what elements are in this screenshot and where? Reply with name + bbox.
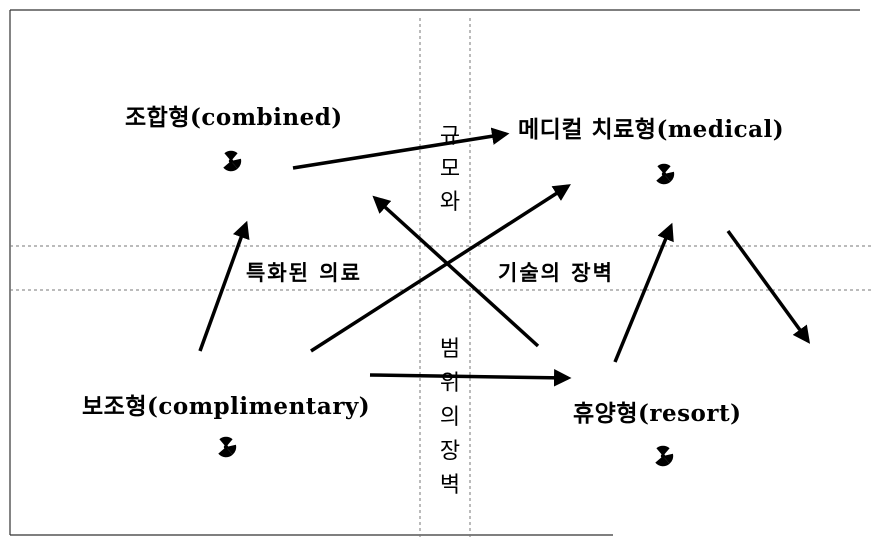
vertical-char: 벽 — [439, 473, 461, 498]
node-medical-label: 메디컬 치료형(medical) — [518, 116, 785, 143]
radiation-icon — [655, 445, 674, 467]
arrow-complimentary-to-combined — [198, 220, 250, 352]
radiation-icon — [656, 163, 675, 185]
vertical-char: 범 — [439, 337, 461, 362]
diagram-lines — [9, 9, 873, 538]
node-resort-label: 휴양형(resort) — [573, 400, 742, 427]
diagram-frame: 조합형(combined) 메디컬 치료형(medical) 보조형(compl… — [8, 8, 873, 538]
vertical-char: 의 — [439, 405, 461, 430]
vertical-char: 규 — [439, 124, 461, 149]
radiation-icon — [223, 150, 242, 172]
vertical-char: 위 — [439, 371, 461, 396]
radiation-icon — [218, 436, 237, 458]
arrow-complimentary-to-medical — [310, 184, 571, 353]
barrier-vertical-bottom-text: 범 위 의 장 벽 — [430, 333, 470, 503]
vertical-char: 모 — [439, 157, 461, 182]
arrow-complimentary-to-resort — [369, 369, 572, 387]
barrier-vertical-top-text: 규 모 와 — [430, 120, 470, 219]
vertical-char: 와 — [439, 190, 461, 215]
arrow-combined-to-medical — [292, 127, 510, 170]
arrow-resort-to-medical — [613, 222, 674, 363]
arrow-resort-to-combined — [372, 195, 540, 348]
barrier-right-text: 기술의 장벽 — [498, 261, 614, 285]
node-complimentary-label: 보조형(complimentary) — [82, 393, 371, 420]
node-combined-label: 조합형(combined) — [125, 104, 343, 131]
barrier-left-text: 특화된 의료 — [246, 261, 362, 285]
vertical-char: 장 — [439, 439, 461, 464]
arrow-medical-outward — [726, 229, 811, 344]
